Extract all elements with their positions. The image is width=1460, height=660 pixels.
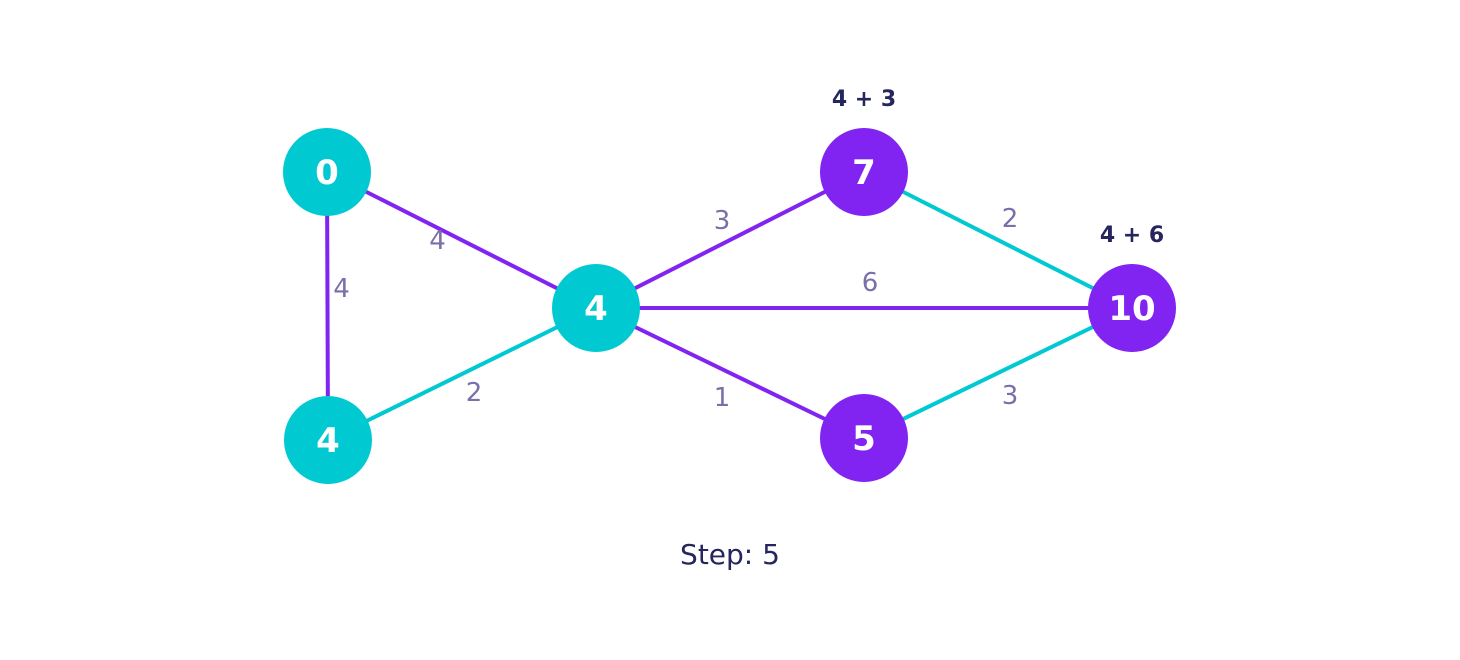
- edge-A-B: [325, 171, 330, 441]
- node-circle: [284, 396, 372, 484]
- edge-weight-label: 2: [466, 378, 483, 408]
- edge-weight-label: 3: [714, 206, 731, 236]
- node-distance-label: 5: [852, 419, 876, 459]
- node-distance-label: 10: [1108, 289, 1155, 329]
- node-distance-label: 7: [852, 153, 876, 193]
- node-F: 5: [820, 394, 908, 482]
- node-C: 4: [552, 264, 640, 352]
- node-circle: [820, 394, 908, 482]
- edge-weight-label: 2: [1002, 204, 1019, 234]
- node-circle: [552, 264, 640, 352]
- edge-weight-label: 3: [1002, 381, 1019, 411]
- edge-B-C: [327, 306, 597, 442]
- node-circle: [1088, 264, 1176, 352]
- node-calculation-annotation: 4 + 6: [1100, 223, 1164, 248]
- edge-weight-label: 1: [714, 383, 731, 413]
- node-distance-label: 4: [584, 289, 608, 329]
- edge-weight-label: 4: [333, 274, 350, 304]
- node-distance-label: 4: [316, 421, 340, 461]
- edge-D-E: [863, 170, 1133, 310]
- edge-C-F: [595, 306, 865, 440]
- edge-F-E: [863, 306, 1133, 440]
- node-A: 0: [283, 128, 371, 216]
- node-E: 10 4 + 6: [1088, 223, 1176, 352]
- node-circle: [283, 128, 371, 216]
- node-distance-label: 0: [315, 153, 339, 193]
- step-label: Step: 5: [680, 538, 780, 571]
- node-D: 7 4 + 3: [820, 87, 908, 216]
- edge-weight-label: 6: [862, 268, 879, 298]
- node-calculation-annotation: 4 + 3: [832, 87, 896, 112]
- edge-C-D: [595, 170, 865, 310]
- edge-weight-label: 4: [429, 226, 446, 256]
- edge-A-C: [326, 170, 597, 310]
- node-B: 4: [284, 396, 372, 484]
- node-circle: [820, 128, 908, 216]
